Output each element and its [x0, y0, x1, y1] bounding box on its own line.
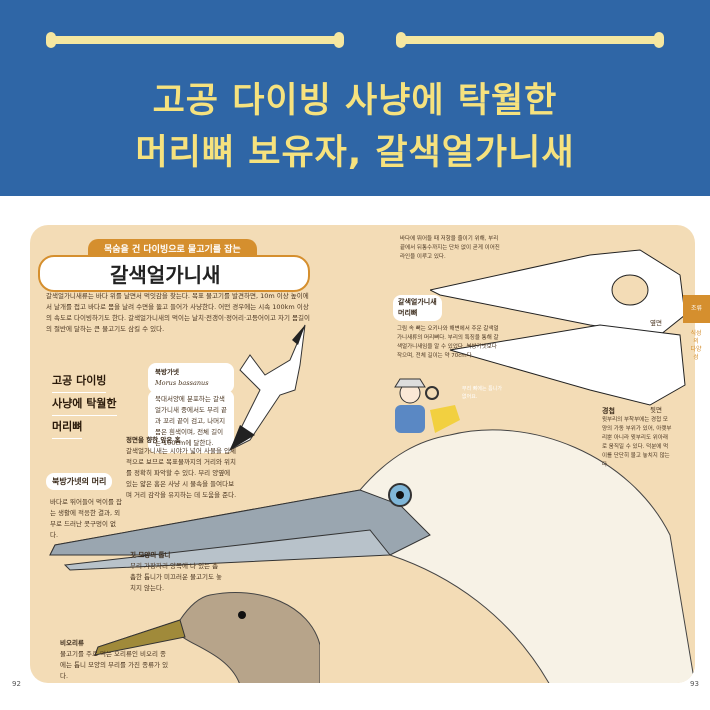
species-name: 갈색얼가니새: [38, 255, 310, 292]
skull-note: 바다에 뛰어들 때 저항을 줄이기 위해, 부리 끝에서 뒤통수까지는 단차 없…: [400, 236, 500, 260]
gannet-label: 북방가넷 Morus bassanus: [148, 363, 234, 393]
skull-illustrations: [430, 249, 686, 406]
bottom-view-label: 뒷면: [650, 406, 662, 414]
gannet-head-desc: 바다로 뛰어들어 먹이를 잡는 생활에 적응한 결과, 외부로 드러난 콧구멍이…: [50, 498, 122, 539]
skull-desc: 그림 속 뼈는 오키나와 해변에서 주운 갈색얼가니새류의 머리뼈다. 부리의 …: [397, 326, 499, 359]
flying-gannet-illustration: [228, 324, 306, 452]
intro-tag: 목숨을 건 다이빙으로 물고기를 잡는: [88, 239, 257, 258]
researcher-illustration: [394, 378, 460, 433]
side-view-label: 옆면: [650, 319, 662, 327]
speech-text: 부리 뼈에는 틈니가 없어요.: [462, 386, 502, 400]
page-title-line2: 머리뼈 보유자, 갈색얼가니새: [135, 133, 575, 173]
page-title-line1: 고공 다이빙 사냥에 탁월한: [152, 81, 558, 121]
gannet-head-title: 북방가넷의 머리: [46, 473, 113, 490]
title-banner: 고공 다이빙 사냥에 탁월한 머리뼈 보유자, 갈색얼가니새: [0, 0, 710, 196]
page-number-right: 93: [690, 680, 699, 688]
side-tab-text: 식성의 다양성: [690, 330, 702, 361]
gannet-head-illustration: [49, 429, 695, 683]
merganser-illustration: [94, 591, 320, 683]
gannet-desc: 북대서양에 분포하는 갈색얼가니새 중에서도 부리 끝과 꼬리 끝이 검고, 나…: [148, 390, 234, 453]
intro-body: 갈색얼가니새류는 바다 위를 날면서 먹잇감을 찾는다. 목표 물고기를 발견하…: [46, 292, 310, 333]
page-number-left: 92: [12, 680, 21, 688]
bone-decoration: [46, 32, 344, 48]
bone-decoration: [396, 32, 664, 48]
side-tab: 조류: [683, 295, 710, 323]
book-spread: 목숨을 건 다이빙으로 물고기를 잡는 갈색얼가니새 갈색얼가니새류는 바다 위…: [30, 225, 695, 683]
